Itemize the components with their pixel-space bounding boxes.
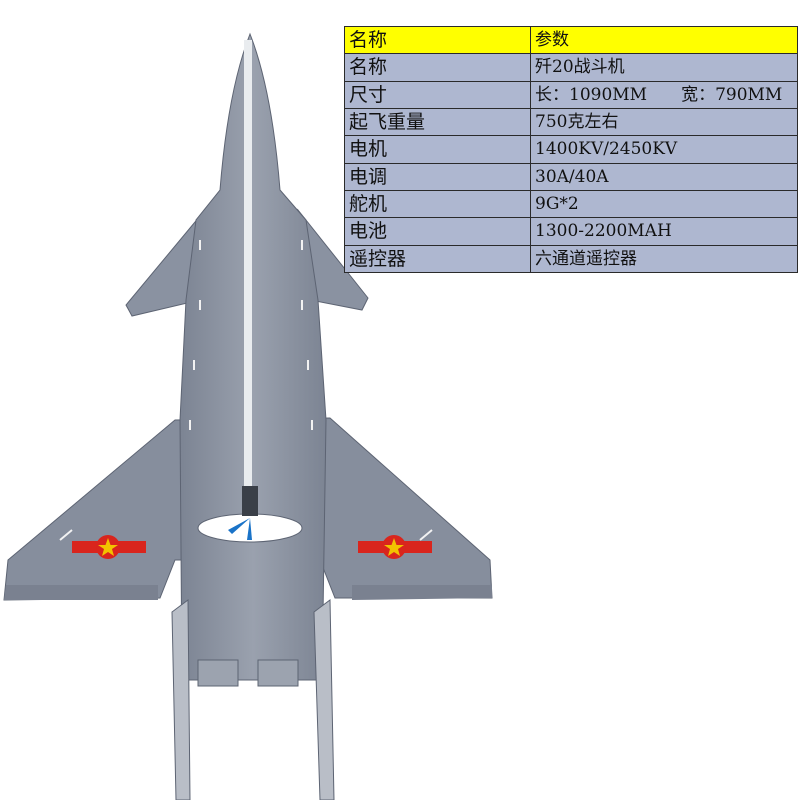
- spec-value: 1300-2200MAH: [530, 217, 798, 246]
- spec-key: 电机: [344, 135, 531, 164]
- spec-row: 舵机 9G*2: [344, 189, 798, 219]
- spec-header-key: 名称: [344, 25, 531, 55]
- spec-value: 1400KV/2450KV: [530, 135, 798, 164]
- spec-value: 六通道遥控器: [530, 244, 798, 274]
- fuselage: [179, 32, 327, 681]
- spec-row: 电池 1300-2200MAH: [344, 217, 798, 246]
- spec-key: 尺寸: [344, 80, 531, 109]
- spec-key: 电池: [344, 217, 531, 246]
- left-flap: [4, 585, 158, 600]
- spec-value: 歼20战斗机: [530, 53, 798, 82]
- spec-value: 长：1090MM 宽：790MM: [530, 80, 798, 109]
- spec-key: 舵机: [344, 189, 531, 219]
- spec-key: 遥控器: [344, 244, 531, 274]
- keel-strip: [244, 40, 252, 490]
- nozzle-left: [197, 659, 239, 687]
- spec-value: 30A/40A: [530, 162, 798, 191]
- spec-value: 750克左右: [530, 107, 798, 137]
- left-insignia: [72, 535, 146, 559]
- spec-value: 9G*2: [530, 189, 798, 219]
- right-insignia: [358, 535, 432, 559]
- spec-row: 遥控器 六通道遥控器: [344, 244, 798, 274]
- spec-row: 电调 30A/40A: [344, 162, 798, 191]
- right-fin: [313, 599, 335, 800]
- spec-row: 电机 1400KV/2450KV: [344, 135, 798, 164]
- right-flap: [352, 585, 492, 600]
- spec-table: 名称 参数 名称 歼20战斗机 尺寸 长：1090MM 宽：790MM 起飞重量…: [344, 25, 798, 274]
- left-fin: [171, 599, 191, 800]
- spec-header-value: 参数: [530, 25, 798, 55]
- nozzle-right: [257, 659, 299, 687]
- spec-row: 名称 歼20战斗机: [344, 53, 798, 82]
- spec-key: 起飞重量: [344, 107, 531, 137]
- panel-marks: [59, 240, 433, 541]
- spec-key: 名称: [344, 53, 531, 82]
- spec-row: 起飞重量 750克左右: [344, 107, 798, 137]
- motor: [242, 486, 258, 516]
- spec-table-header: 名称 参数: [344, 25, 798, 55]
- spec-row: 尺寸 长：1090MM 宽：790MM: [344, 80, 798, 109]
- propeller: [228, 518, 252, 540]
- spec-key: 电调: [344, 162, 531, 191]
